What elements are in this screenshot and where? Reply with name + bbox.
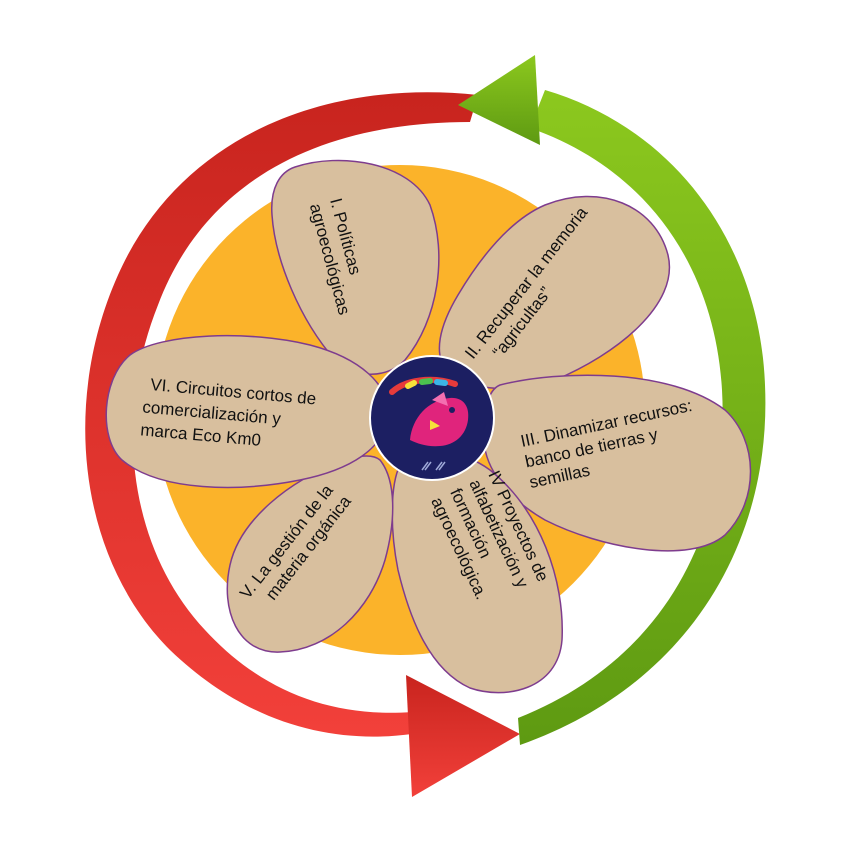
goat-logo-icon xyxy=(389,376,469,471)
center-logo xyxy=(369,355,495,481)
petal-6 xyxy=(105,334,389,489)
petal-4 xyxy=(391,450,563,694)
green-cycle-arrow xyxy=(458,55,766,745)
red-cycle-arrow xyxy=(85,92,520,797)
